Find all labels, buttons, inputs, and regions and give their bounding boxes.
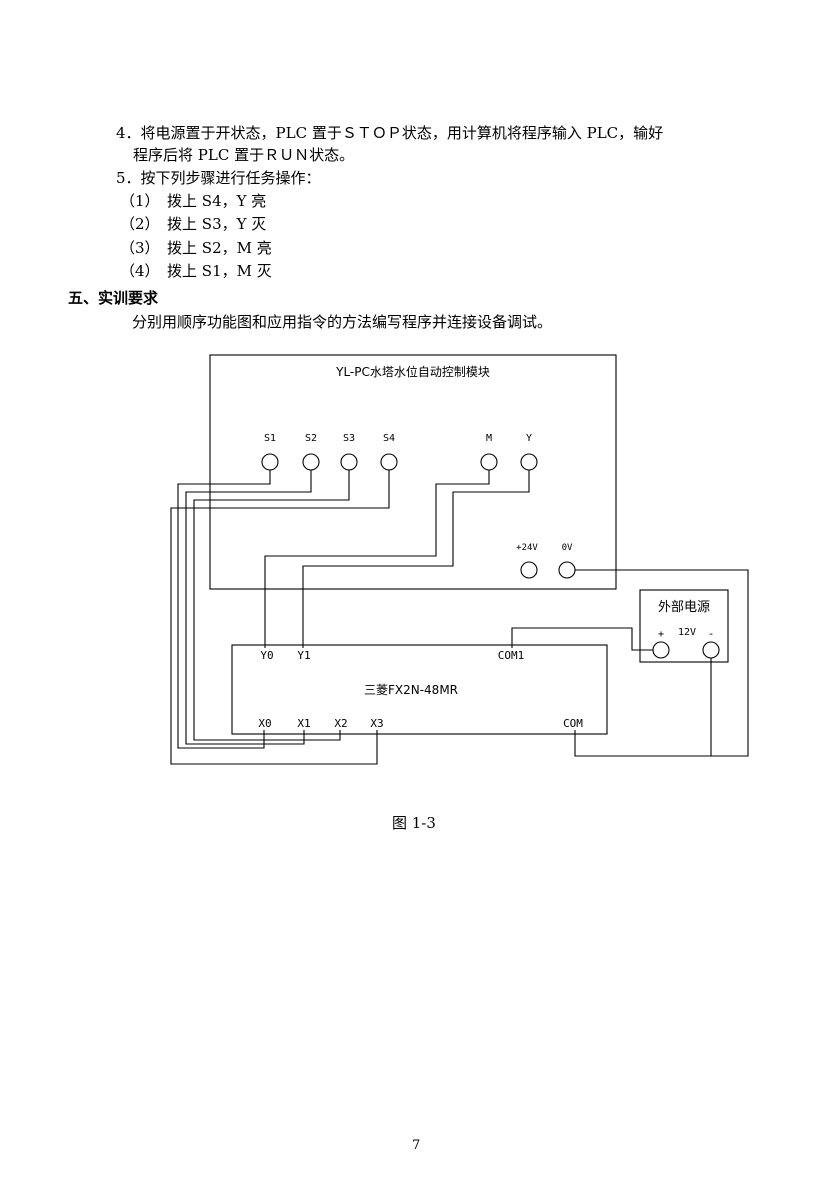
label-x3: X3 <box>370 717 383 730</box>
wire-y-y1 <box>302 470 530 648</box>
figure-caption: 图 1-3 <box>392 814 436 832</box>
wire-0v <box>575 569 749 757</box>
module-box <box>209 354 617 590</box>
wire-s2-x1 <box>185 470 312 745</box>
label-s3: S3 <box>343 433 355 444</box>
wire-s3-x2 <box>193 470 350 741</box>
module-title: YL-PC水塔水位自动控制模块 <box>335 364 490 379</box>
terminal-y <box>520 453 538 471</box>
step-4-line-1: 4．将电源置于开状态，PLC 置于ＳＴＯＰ状态，用计算机将程序输入 PLC，输好 <box>116 124 664 142</box>
step-4-line-2: 程序后将 PLC 置于ＲＵＮ状态。 <box>133 146 355 164</box>
label-s4: S4 <box>383 433 395 444</box>
label-24v: +24V <box>516 543 538 553</box>
label-s1: S1 <box>264 433 276 444</box>
label-s2: S2 <box>305 433 317 444</box>
terminal-supply-plus <box>652 641 670 659</box>
section-heading: 五、实训要求 <box>68 289 159 307</box>
wire-s1-x0 <box>177 470 271 749</box>
label-y: Y <box>526 433 532 444</box>
terminal-m <box>480 453 498 471</box>
section-body: 分别用顺序功能图和应用指令的方法编写程序并连接设备调试。 <box>132 313 553 331</box>
supply-plus-label: + <box>658 629 664 640</box>
wire-com1 <box>511 627 653 651</box>
label-x1: X1 <box>297 717 310 730</box>
supply-voltage-label: 12V <box>678 627 696 638</box>
step-5: 5．按下列步骤进行任务操作： <box>116 169 321 187</box>
label-com: COM <box>563 717 583 730</box>
supply-box <box>639 589 729 663</box>
plc-title: 三菱FX2N-48MR <box>364 683 458 697</box>
label-x0: X0 <box>258 717 271 730</box>
substep-1: （1） 拨上 S4，Y 亮 <box>120 192 267 210</box>
terminal-0v <box>558 561 576 579</box>
terminal-24v <box>520 561 538 579</box>
label-com1: COM1 <box>498 649 525 662</box>
substep-4: （4） 拨上 S1，M 灭 <box>120 262 272 280</box>
label-y1: Y1 <box>297 649 310 662</box>
label-0v: 0V <box>562 543 573 553</box>
substep-2: （2） 拨上 S3，Y 灭 <box>120 215 267 233</box>
label-x2: X2 <box>334 717 347 730</box>
label-m: M <box>486 433 492 444</box>
terminal-s2 <box>302 453 320 471</box>
label-y0: Y0 <box>260 649 273 662</box>
plc-box <box>231 644 608 735</box>
supply-minus-label: - <box>708 627 715 640</box>
wire-s4-x3 <box>170 470 390 765</box>
terminal-s4 <box>380 453 398 471</box>
substep-3: （3） 拨上 S2，M 亮 <box>120 239 272 257</box>
terminal-supply-minus <box>702 641 720 659</box>
page-number: 7 <box>412 1138 421 1153</box>
terminal-s3 <box>340 453 358 471</box>
wire-m-y0 <box>264 470 490 648</box>
supply-title: 外部电源 <box>658 600 710 615</box>
wire-com <box>574 658 712 757</box>
terminal-s1 <box>261 453 279 471</box>
